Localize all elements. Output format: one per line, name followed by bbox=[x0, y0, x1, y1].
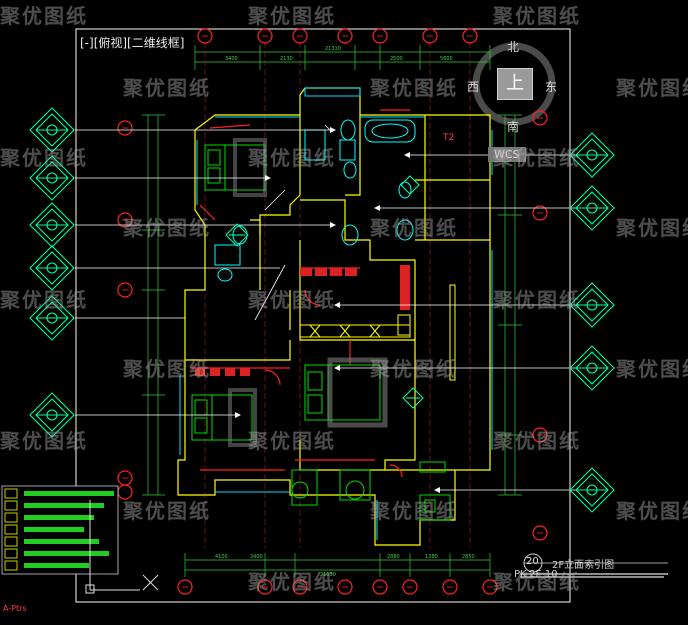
title-block-number: 20 bbox=[526, 556, 539, 567]
watermark: 聚优图纸 bbox=[123, 76, 211, 100]
wardrobe-hatch bbox=[195, 265, 410, 376]
north-compass-icon[interactable] bbox=[472, 42, 556, 126]
watermark: 聚优图纸 bbox=[493, 570, 581, 594]
bed-southwest bbox=[191, 394, 253, 441]
watermark: 聚优图纸 bbox=[616, 357, 688, 381]
title-block-sheet-code: PK-2F-10 bbox=[514, 569, 558, 580]
watermark: 聚优图纸 bbox=[370, 357, 458, 381]
svg-text:2500: 2500 bbox=[390, 56, 403, 62]
svg-text:4100: 4100 bbox=[215, 554, 228, 560]
watermark: 聚优图纸 bbox=[0, 288, 88, 312]
watermark: 聚优图纸 bbox=[616, 76, 688, 100]
viewcube-north[interactable]: 北 bbox=[507, 40, 520, 54]
watermark: 聚优图纸 bbox=[0, 4, 88, 28]
ucs-icon bbox=[85, 500, 159, 594]
note-tag: T2 bbox=[442, 133, 454, 143]
cursor-label: A-Ptrs bbox=[3, 604, 27, 613]
watermark: 聚优图纸 bbox=[616, 499, 688, 523]
viewcube-south[interactable]: 南 bbox=[507, 120, 520, 134]
watermark: 聚优图纸 bbox=[0, 429, 88, 453]
watermark: 聚优图纸 bbox=[493, 288, 581, 312]
svg-text:3400: 3400 bbox=[250, 554, 263, 560]
svg-text:1380: 1380 bbox=[425, 554, 438, 560]
watermark: 聚优图纸 bbox=[0, 146, 88, 170]
watermark: 聚优图纸 bbox=[248, 146, 336, 170]
svg-text:21130: 21130 bbox=[320, 572, 336, 578]
watermark: 聚优图纸 bbox=[493, 146, 581, 170]
svg-text:21310: 21310 bbox=[325, 46, 341, 52]
index-diamond-icon[interactable] bbox=[29, 107, 615, 513]
title-block-symbol bbox=[520, 553, 668, 575]
watermark: 聚优图纸 bbox=[248, 429, 336, 453]
dimension-bottom bbox=[184, 553, 491, 577]
watermark: 聚优图纸 bbox=[248, 288, 336, 312]
watermark: 聚优图纸 bbox=[123, 357, 211, 381]
svg-text:3400: 3400 bbox=[225, 56, 238, 62]
viewcube-wcs-menu[interactable]: WCS bbox=[488, 147, 526, 162]
svg-text:2880: 2880 bbox=[387, 554, 400, 560]
watermark: 聚优图纸 bbox=[123, 216, 211, 240]
watermark: 聚优图纸 bbox=[493, 4, 581, 28]
watermark: 聚优图纸 bbox=[370, 499, 458, 523]
watermark: 聚优图纸 bbox=[123, 499, 211, 523]
viewport-label[interactable]: [-][俯视][二维线框] bbox=[80, 36, 185, 50]
kitchen-fixtures bbox=[299, 284, 456, 381]
watermark: 聚优图纸 bbox=[370, 76, 458, 100]
viewcube-west[interactable]: 西 bbox=[467, 80, 480, 94]
watermark: 聚优图纸 bbox=[616, 216, 688, 240]
svg-text:2850: 2850 bbox=[462, 554, 475, 560]
lounge-furniture bbox=[291, 461, 451, 521]
watermark: 聚优图纸 bbox=[248, 570, 336, 594]
watermark: 聚优图纸 bbox=[493, 429, 581, 453]
watermark: 聚优图纸 bbox=[248, 4, 336, 28]
viewcube-top[interactable]: 上 bbox=[497, 68, 533, 100]
svg-text:2130: 2130 bbox=[280, 56, 293, 62]
axis-bubbles-bottom bbox=[177, 579, 498, 595]
layout-frame bbox=[75, 28, 571, 603]
dimension-top bbox=[194, 45, 491, 70]
watermark: 聚优图纸 bbox=[370, 216, 458, 240]
axis-bubbles-right bbox=[532, 110, 548, 541]
title-block-title: 2F立面索引图 bbox=[552, 560, 615, 571]
viewcube-east[interactable]: 东 bbox=[545, 80, 558, 94]
axis-bubbles-top bbox=[197, 28, 478, 44]
layer-swatch-list[interactable] bbox=[1, 485, 119, 575]
svg-text:5600: 5600 bbox=[440, 56, 453, 62]
bed-master-center bbox=[304, 364, 381, 421]
leader-arrows bbox=[235, 127, 440, 493]
